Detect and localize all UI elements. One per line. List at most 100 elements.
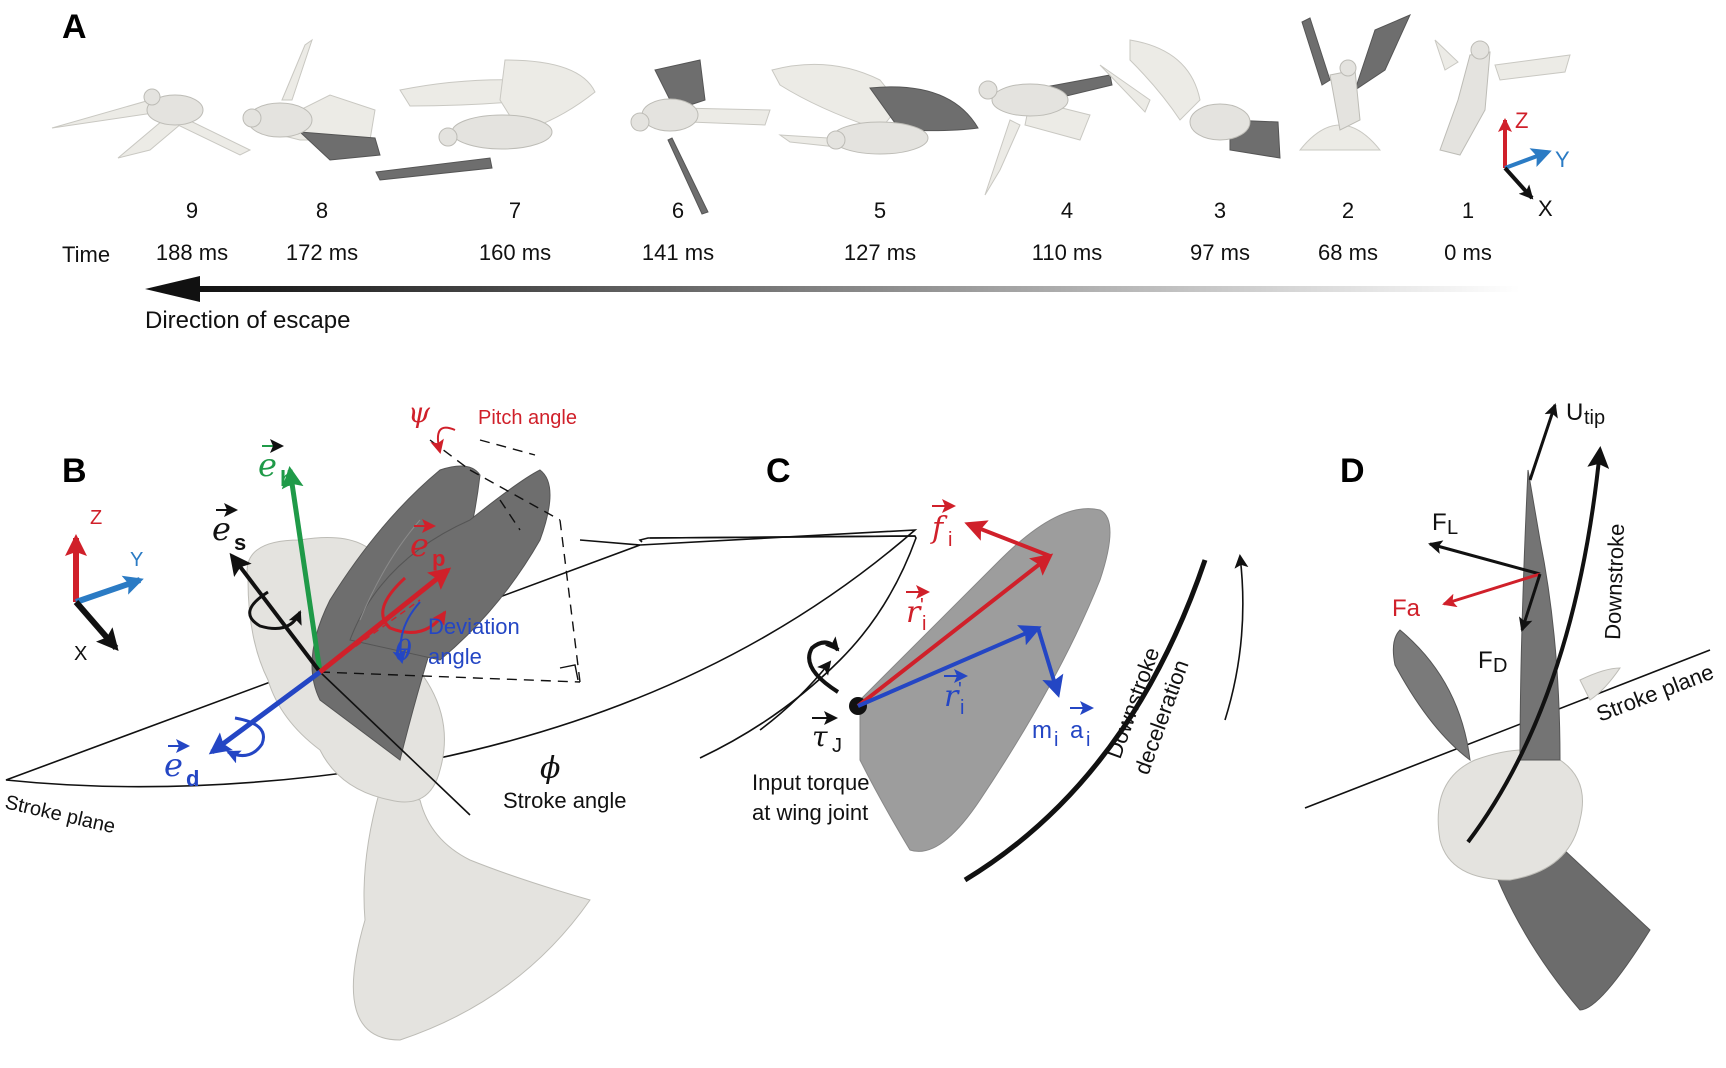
frame-number: 6 [672, 198, 684, 223]
a-i-subscript: i [1086, 729, 1090, 751]
f-a-label: Fa [1392, 595, 1421, 622]
r-i-prime-blue-vector [857, 625, 1042, 708]
deviation-label-1: Deviation [428, 614, 520, 639]
m-a-vector [1036, 627, 1064, 698]
tau-subscript: J [832, 735, 842, 757]
frame-number: 2 [1342, 198, 1354, 223]
wing-section [859, 508, 1111, 852]
m-label: m [1032, 717, 1052, 744]
axis-z-label: Z [90, 507, 102, 529]
deviation-label-2: angle [428, 644, 482, 669]
frame-time: 141 ms [642, 240, 714, 265]
frame-number: 8 [316, 198, 328, 223]
theta-arc [392, 601, 421, 664]
escape-label: Direction of escape [145, 307, 350, 334]
e-p-rotation-arrow [381, 576, 447, 634]
stroke-plane-normal-line [319, 671, 471, 816]
a-label: a [1070, 717, 1084, 744]
right-angle-mark [559, 664, 579, 681]
u-tip-subscript: tip [1584, 407, 1605, 429]
axis-z-label: Z [1515, 108, 1528, 133]
panel-label-b: B [62, 452, 87, 490]
lift-force-vector [1428, 540, 1541, 576]
axis-x-label: X [1538, 196, 1553, 221]
e-s-vector [229, 552, 322, 674]
bird-frame-3 [1099, 39, 1281, 159]
stroke-angle-label: Stroke angle [503, 788, 627, 813]
escape-direction-arrow: Direction of escape [145, 276, 1520, 334]
frame-number: 5 [874, 198, 886, 223]
r-i-prime-red-vector [856, 553, 1054, 708]
frame-number: 1 [1462, 198, 1474, 223]
r-i-prime-red-label: r [906, 595, 922, 630]
stroke-plane-label: Stroke plane [3, 791, 117, 838]
force-labels-d: U tip F L Fa F D [1392, 399, 1605, 677]
bird-frame-9 [51, 88, 252, 159]
e-d-rotation-arrow [226, 716, 265, 764]
f-l-subscript: L [1447, 517, 1458, 539]
r-prime-blue: ' [958, 679, 962, 701]
frame-time: 160 ms [479, 240, 551, 265]
r-i-subscript-red: i [922, 613, 926, 635]
e-b-vector [281, 466, 323, 673]
downstroke-arc-thin [1224, 554, 1249, 721]
bird-frame-1 [1434, 39, 1571, 156]
axis-y-label: Y [1555, 147, 1570, 172]
r-i-prime-blue-label: r [944, 679, 960, 714]
pitch-angle-label: Pitch angle [478, 407, 577, 429]
stroke-plane-line-d [1304, 649, 1711, 809]
e-d-label: e [164, 746, 183, 784]
panel-label-a: A [62, 8, 87, 46]
tau-label: τ [812, 720, 828, 753]
frame-number: 9 [186, 198, 198, 223]
e-b-subscript: b [280, 466, 293, 491]
f-d-label: F [1478, 647, 1493, 674]
torque-rotation-arrow [807, 636, 840, 694]
psi-arc [430, 426, 456, 454]
angle-construction-lines [319, 439, 581, 683]
bird-frame-4 [978, 74, 1113, 196]
torque-label-1: Input torque [752, 770, 869, 795]
f-l-label: F [1432, 509, 1447, 536]
torque-label-2: at wing joint [752, 800, 868, 825]
panel-b-axes: Z Y X [65, 507, 144, 665]
downstroke-arc-d [1466, 446, 1610, 844]
bird-frame-8 [242, 38, 381, 161]
m-i-subscript: i [1054, 729, 1058, 751]
e-s-subscript: s [234, 530, 246, 555]
f-i-vector [964, 520, 1051, 558]
frame-labels: 9 188 ms 8 172 ms 7 160 ms 6 141 ms 5 12… [62, 198, 1492, 267]
axis-y-label: Y [130, 549, 143, 571]
bird-frame-7 [375, 59, 596, 181]
f-i-label: f [930, 511, 948, 546]
panel-label-c: C [766, 452, 791, 490]
downstroke-arc-thick [963, 559, 1208, 883]
bird-frame-6 [630, 59, 771, 215]
vector-labels-b: e b e s e p e d [164, 439, 445, 791]
panel-a-axes: Z Y X [1498, 108, 1570, 221]
u-tip-label: U [1566, 399, 1583, 426]
e-p-subscript: p [432, 546, 445, 571]
panel-label-d: D [1340, 452, 1365, 490]
e-b-label: e [258, 446, 277, 484]
drag-force-vector [1519, 573, 1542, 632]
time-label: Time [62, 242, 110, 267]
theta-symbol: θ [395, 634, 412, 667]
e-s-label: e [212, 510, 231, 548]
bird-frame-2 [1298, 14, 1411, 151]
frame-time: 0 ms [1444, 240, 1492, 265]
u-tip-vector [1528, 403, 1558, 481]
frame-time: 188 ms [156, 240, 228, 265]
e-s-rotation-arrow [248, 590, 302, 630]
frame-time: 97 ms [1190, 240, 1250, 265]
bird-frame-5 [771, 63, 979, 155]
aero-force-vector [1442, 572, 1541, 608]
frame-number: 3 [1214, 198, 1226, 223]
phi-arc-arrow [759, 660, 832, 731]
frame-time: 68 ms [1318, 240, 1378, 265]
frame-time: 110 ms [1032, 240, 1103, 265]
frame-number: 7 [509, 198, 521, 223]
e-p-label: e [410, 526, 429, 564]
psi-symbol: ψ [408, 396, 431, 429]
